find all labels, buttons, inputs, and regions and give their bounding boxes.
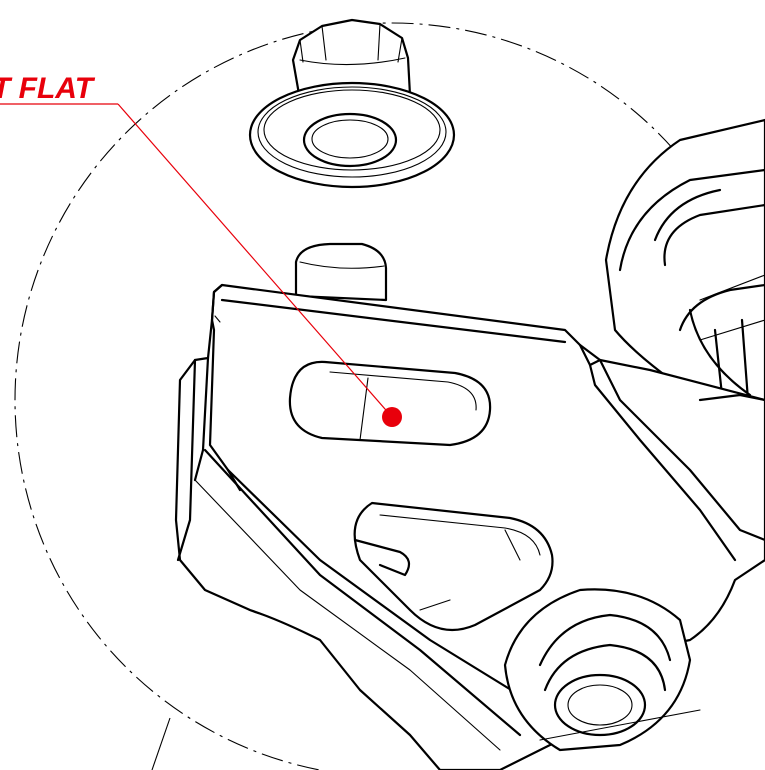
callout: T FLAT — [0, 72, 402, 427]
slotted-hole — [288, 360, 492, 447]
bolt-stub — [294, 242, 388, 302]
triangular-cutout — [353, 501, 554, 632]
right-components — [604, 118, 765, 422]
flange-nut — [248, 18, 456, 189]
lower-flange-nut — [503, 588, 701, 752]
callout-marker-dot — [382, 407, 402, 427]
callout-label: T FLAT — [0, 72, 96, 105]
detail-boundary — [14, 22, 765, 770]
callout-leader-line — [117, 103, 393, 418]
